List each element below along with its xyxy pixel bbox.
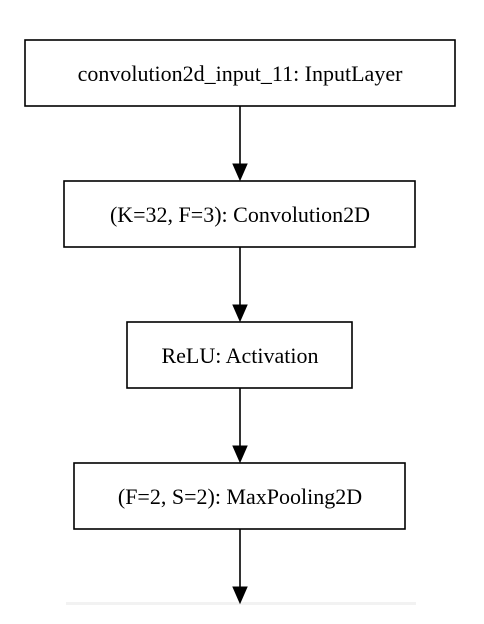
edge-relu-to-pool — [232, 388, 248, 464]
arrowhead — [232, 163, 248, 182]
node-box — [63, 180, 416, 248]
node-label: (F=2, S=2): MaxPooling2D — [118, 484, 362, 509]
node-input-layer: convolution2d_input_11: InputLayer — [24, 39, 456, 107]
edge-input-to-conv — [232, 106, 248, 182]
node-box — [24, 39, 456, 107]
node-box — [126, 321, 353, 389]
arrowhead — [232, 586, 248, 605]
node-convolution2d: (K=32, F=3): Convolution2D — [63, 180, 416, 248]
edge-pool-to-next — [232, 529, 248, 605]
node-label: ReLU: Activation — [161, 343, 318, 368]
arrowhead — [232, 445, 248, 464]
cropped-region — [66, 602, 416, 605]
node-label: (K=32, F=3): Convolution2D — [110, 202, 370, 227]
node-label: convolution2d_input_11: InputLayer — [78, 61, 404, 86]
node-activation: ReLU: Activation — [126, 321, 353, 389]
edge-conv-to-relu — [232, 247, 248, 323]
node-maxpooling2d: (F=2, S=2): MaxPooling2D — [73, 462, 406, 530]
arrowhead — [232, 304, 248, 323]
